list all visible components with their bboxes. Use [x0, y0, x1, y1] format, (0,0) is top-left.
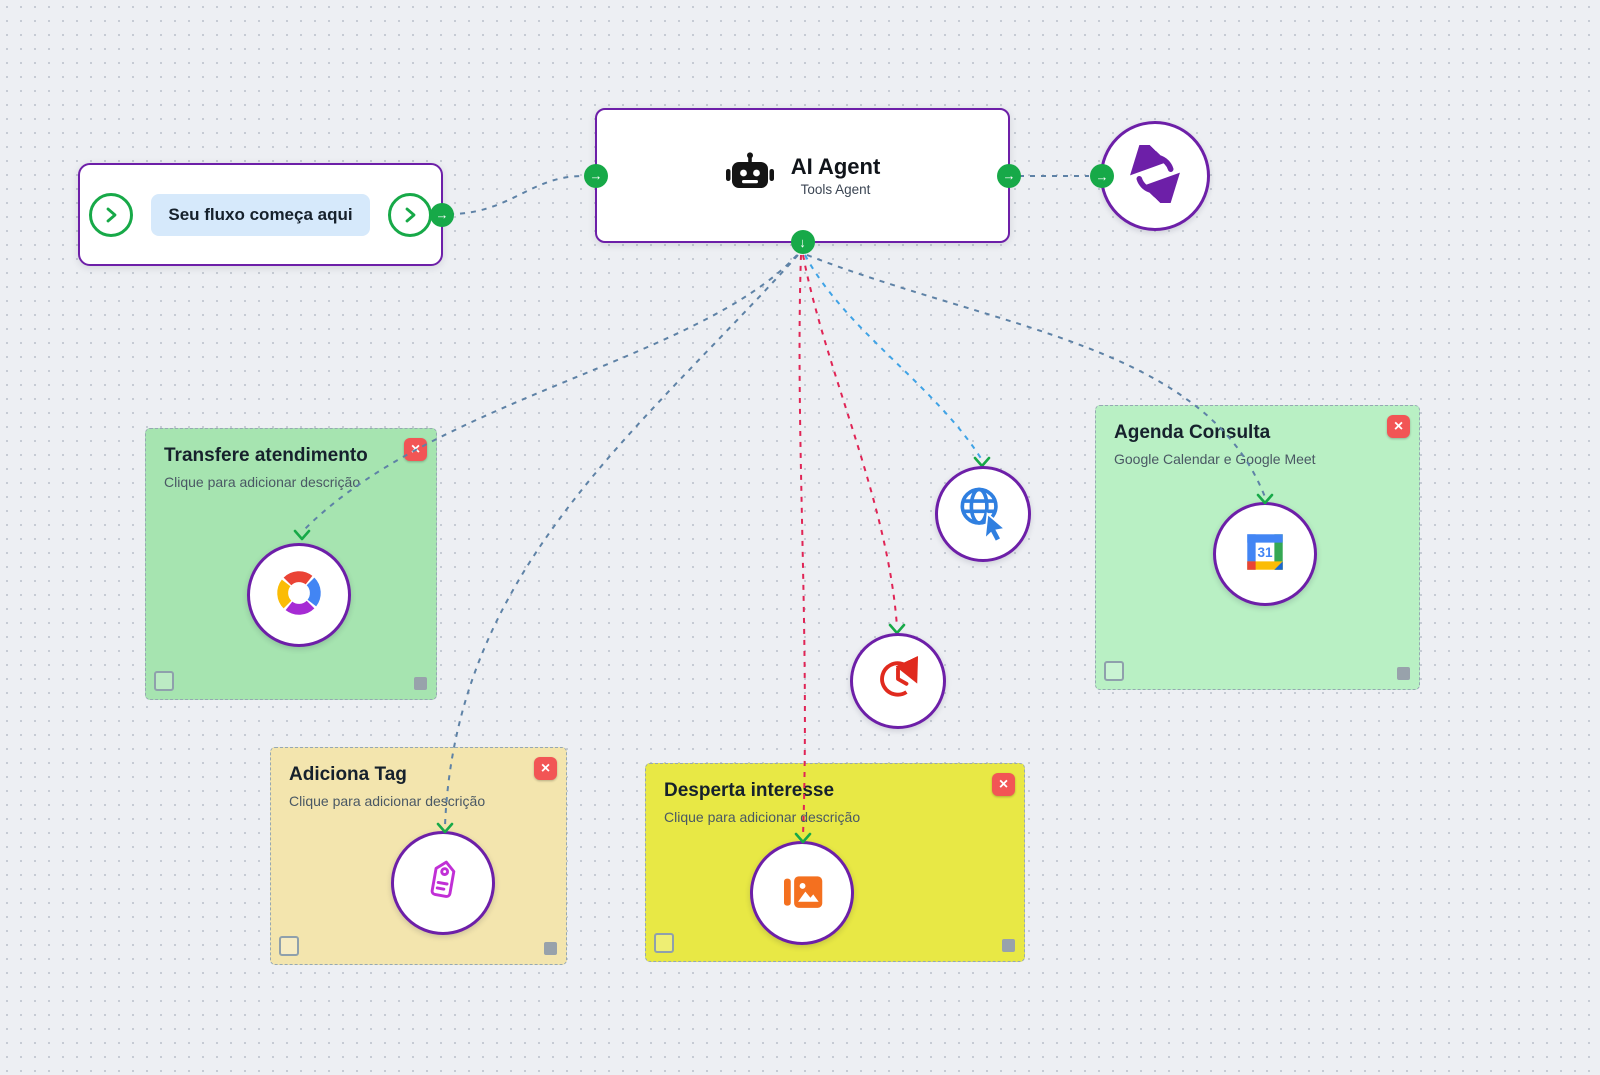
- resize-handle[interactable]: [1002, 939, 1015, 952]
- play-icon[interactable]: [387, 192, 432, 237]
- close-icon[interactable]: ×: [992, 773, 1015, 796]
- photo-icon: [775, 864, 829, 923]
- close-icon[interactable]: ×: [404, 438, 427, 461]
- media-node[interactable]: [750, 841, 854, 945]
- agent-output-connector[interactable]: →: [997, 163, 1021, 188]
- close-icon[interactable]: ×: [534, 757, 557, 780]
- start-output-connector[interactable]: →: [430, 202, 454, 227]
- refresh-icon: [1126, 136, 1184, 211]
- google-calendar-icon: 31: [1240, 527, 1290, 582]
- card-title: Transfere atendimento: [164, 445, 368, 466]
- resize-handle[interactable]: [1397, 667, 1410, 680]
- resize-handle[interactable]: [1104, 661, 1124, 681]
- card-adiciona-tag[interactable]: Adiciona Tag Clique para adicionar descr…: [270, 747, 567, 965]
- agent-tools-connector[interactable]: ↓: [790, 230, 815, 254]
- resize-handle[interactable]: [544, 942, 557, 955]
- play-icon[interactable]: [89, 192, 134, 237]
- card-subtitle[interactable]: Clique para adicionar descrição: [664, 809, 861, 825]
- resize-handle[interactable]: [154, 671, 174, 691]
- card-title: Adiciona Tag: [289, 764, 407, 785]
- web-tool-node[interactable]: [935, 466, 1031, 562]
- close-icon[interactable]: ×: [1387, 415, 1410, 438]
- clock-icon: [869, 650, 927, 713]
- transfere-node[interactable]: [247, 543, 351, 647]
- globe-cursor-icon: [952, 481, 1014, 548]
- edge-start-to-agent: [448, 175, 584, 215]
- card-transfere-atendimento[interactable]: Transfere atendimento Clique para adicio…: [145, 428, 437, 700]
- ai-agent-node[interactable]: AI Agent Tools Agent → → ↓: [584, 108, 1021, 254]
- start-node-label: Seu fluxo começa aqui: [151, 193, 370, 236]
- card-title: Desperta interesse: [664, 780, 835, 801]
- agent-input-connector[interactable]: →: [584, 163, 608, 188]
- sync-input-connector[interactable]: →: [1090, 164, 1114, 188]
- donut-chart-icon: [270, 564, 328, 627]
- start-node[interactable]: Seu fluxo começa aqui →: [78, 163, 454, 266]
- resize-handle[interactable]: [279, 936, 299, 956]
- tag-node[interactable]: [391, 831, 495, 935]
- card-agenda-consulta[interactable]: Agenda Consulta Google Calendar e Google…: [1095, 405, 1420, 690]
- edge-agent-to-adiciona-tag: [444, 254, 799, 827]
- resize-handle[interactable]: [654, 933, 674, 953]
- calendar-day: 31: [1257, 545, 1273, 560]
- tag-icon: [416, 854, 470, 913]
- sync-node[interactable]: →: [1090, 121, 1210, 231]
- robot-icon: [725, 152, 775, 199]
- edge-agent-to-desperta: [798, 254, 806, 837]
- card-subtitle[interactable]: Clique para adicionar descrição: [164, 474, 361, 490]
- schedule-tool-node[interactable]: [850, 633, 946, 729]
- card-subtitle[interactable]: Clique para adicionar descrição: [289, 793, 486, 809]
- agenda-node[interactable]: 31: [1213, 502, 1317, 606]
- edge-agent-to-clock: [802, 254, 898, 628]
- card-subtitle: Google Calendar e Google Meet: [1114, 451, 1316, 467]
- card-title: Agenda Consulta: [1114, 422, 1271, 443]
- ai-agent-title: AI Agent: [790, 154, 881, 179]
- resize-handle[interactable]: [414, 677, 427, 690]
- ai-agent-subtitle: Tools Agent: [800, 182, 871, 197]
- edge-agent-to-globe: [804, 254, 983, 461]
- card-desperta-interesse[interactable]: Desperta interesse Clique para adicionar…: [645, 763, 1025, 962]
